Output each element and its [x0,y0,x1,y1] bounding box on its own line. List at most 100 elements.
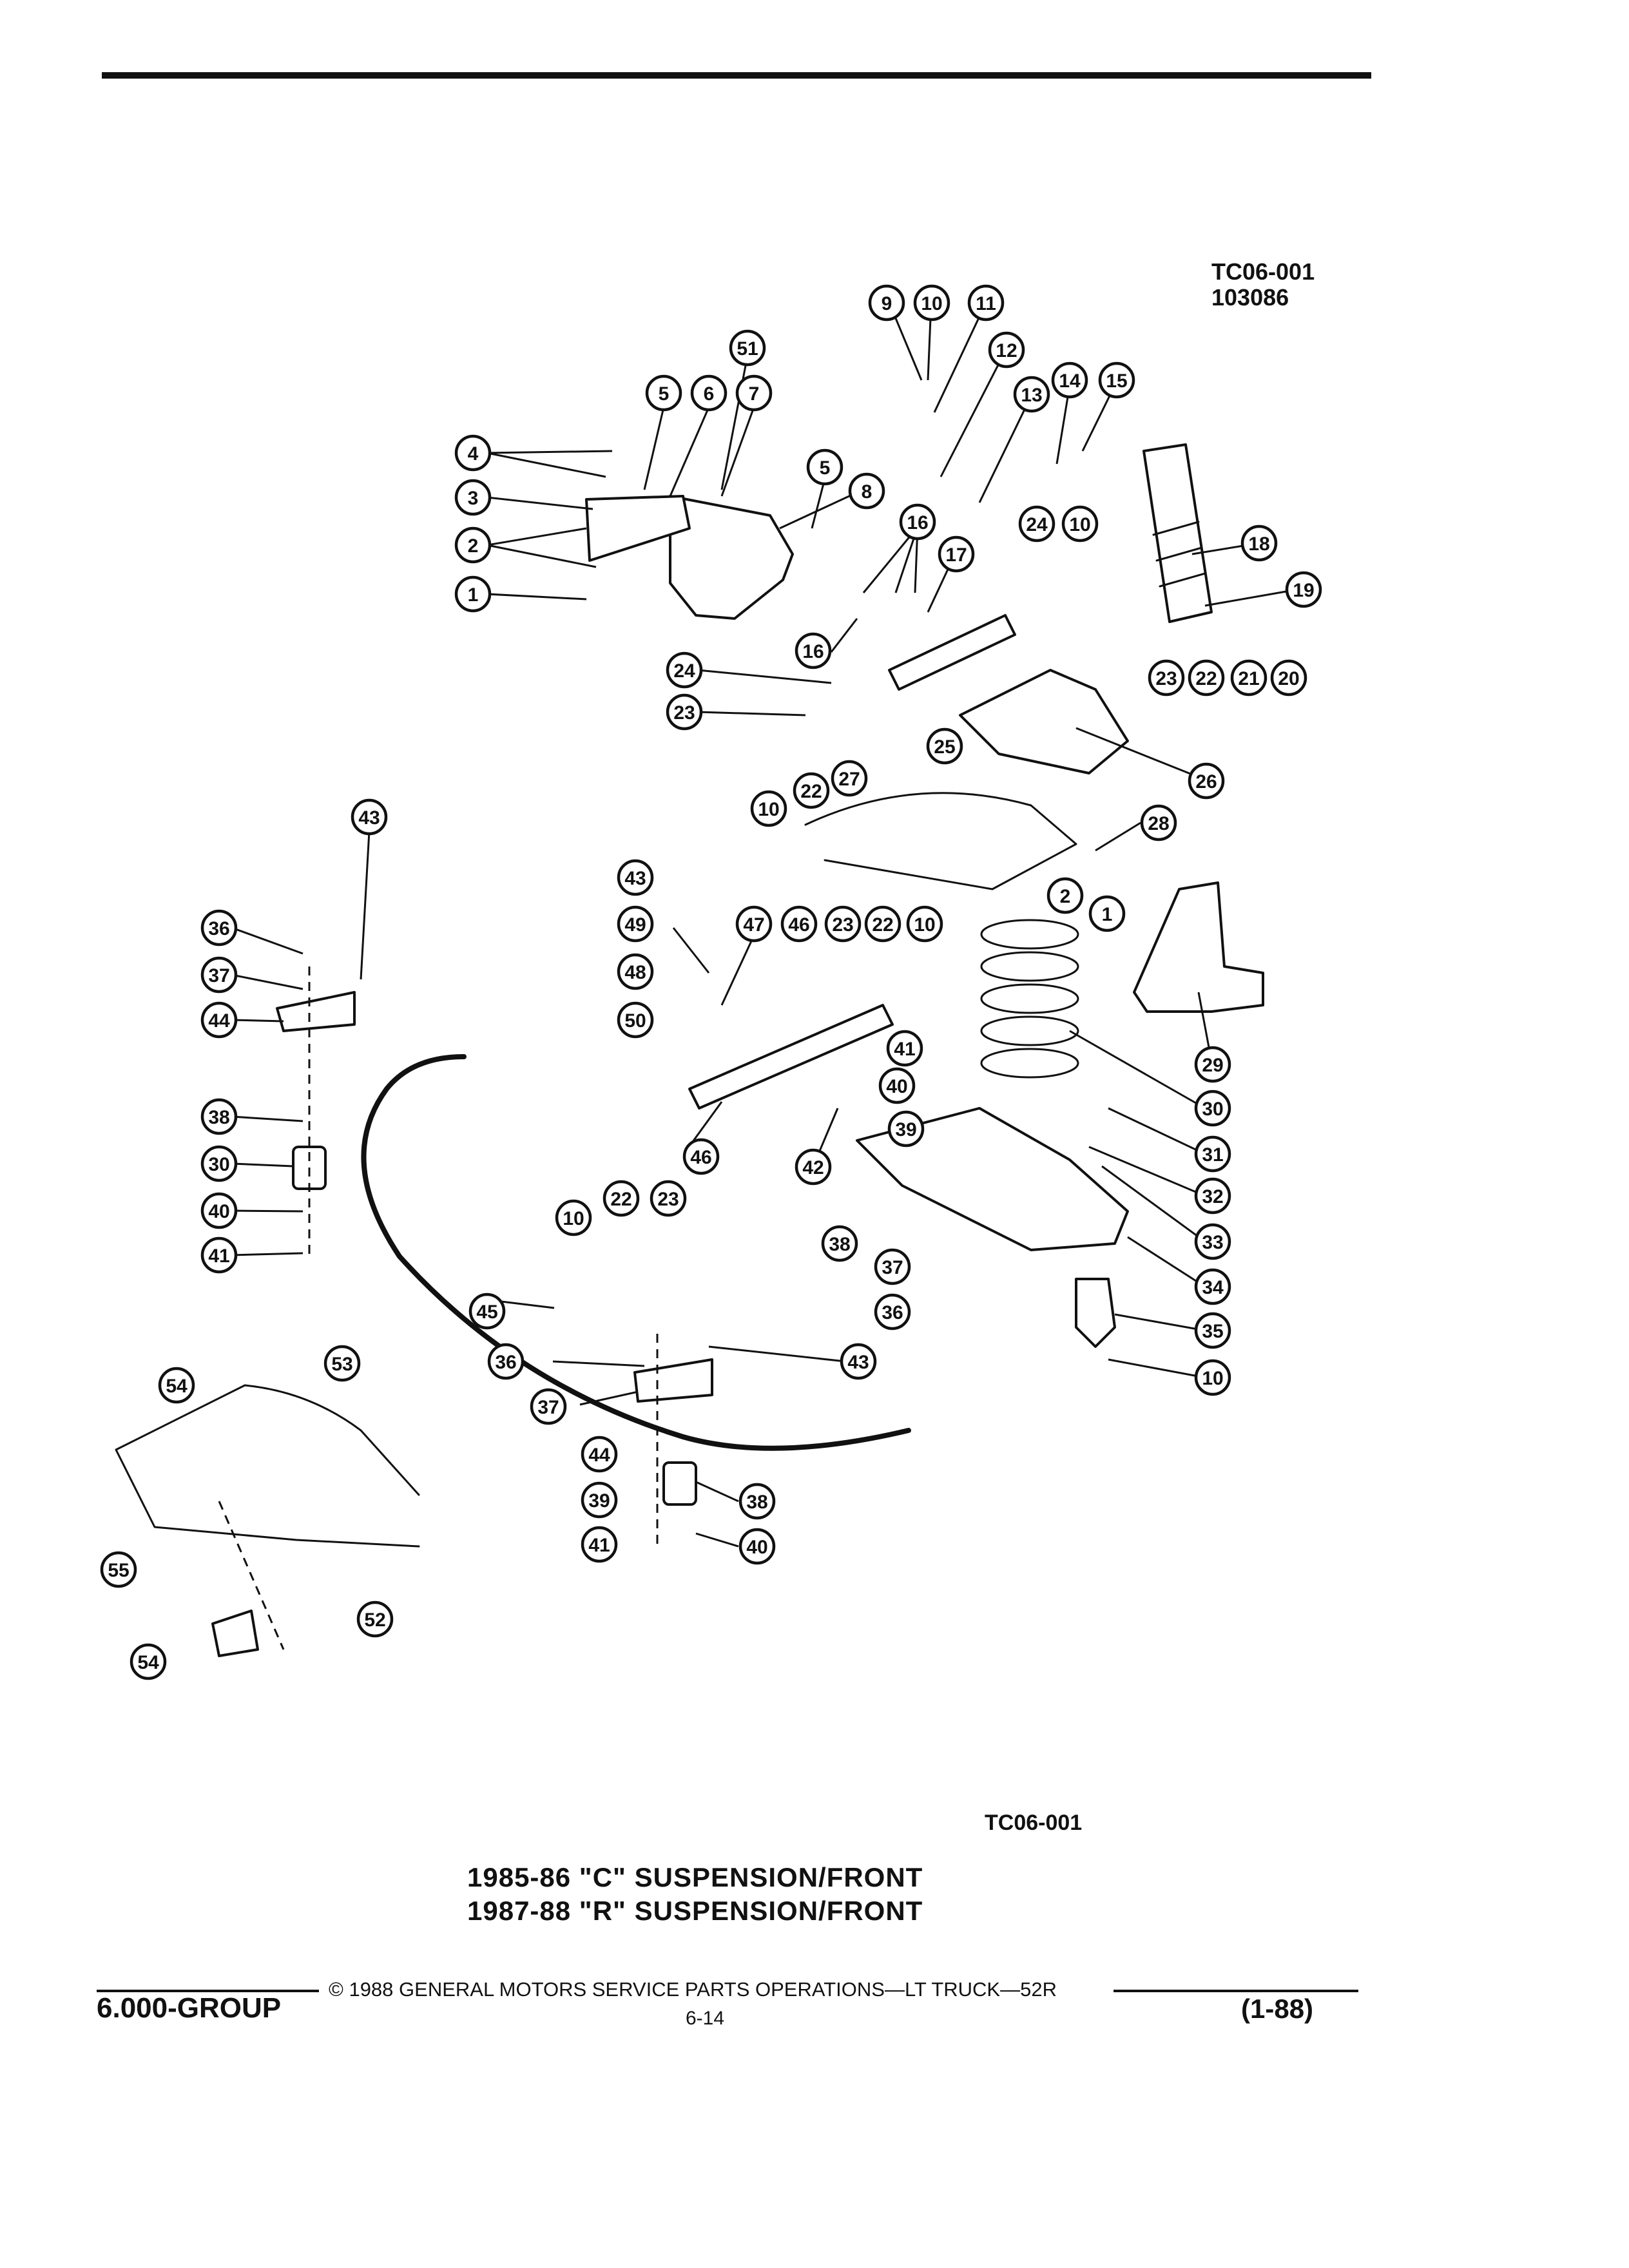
callout-label: 16 [802,641,824,662]
callout-30: 30 [1194,1090,1231,1127]
callout-label: 36 [495,1352,516,1373]
callout-label: 10 [921,293,942,314]
callout-label: 6 [704,383,715,405]
callout-label: 10 [914,914,935,936]
callout-15: 15 [1098,361,1135,399]
callout-8: 8 [848,472,885,510]
callout-label: 36 [882,1302,903,1323]
callout-label: 41 [894,1039,915,1060]
footer-revision: (1-88) [1241,1994,1314,2024]
callout-label: 44 [208,1010,230,1032]
callout-label: 8 [862,481,872,503]
callout-label: 37 [537,1397,559,1418]
callout-49: 49 [617,905,654,943]
callout-label: 22 [872,914,893,936]
top-rule [102,72,1371,79]
callout-43: 43 [351,798,388,836]
callout-54: 54 [130,1643,167,1680]
callout-6: 6 [690,374,728,412]
callout-1: 1 [1088,895,1126,932]
callout-12: 12 [988,331,1025,369]
callout-2: 2 [1046,877,1084,914]
callout-38: 38 [200,1098,238,1135]
callout-label: 30 [208,1154,229,1175]
callout-22: 22 [602,1180,640,1217]
callout-label: 46 [690,1147,711,1168]
callout-label: 21 [1238,668,1259,689]
callout-23: 23 [1148,659,1185,697]
callout-28: 28 [1140,804,1177,841]
coil-spring [980,919,1079,1079]
frame-link-detail [115,1384,420,1548]
callout-38: 38 [821,1225,858,1262]
callout-45: 45 [468,1293,506,1330]
callout-label: 55 [108,1560,129,1581]
leader-lines [231,302,1298,1548]
callout-label: 54 [137,1652,159,1673]
shock-absorber [1142,443,1213,623]
callout-24: 24 [1018,505,1055,543]
callout-label: 27 [838,769,860,790]
right-bushing [662,1461,697,1506]
callout-label: 38 [746,1492,767,1513]
callout-40: 40 [200,1192,238,1229]
callout-label: 37 [882,1257,903,1278]
upper-bracket [669,495,794,620]
callout-52: 52 [356,1600,394,1638]
callout-34: 34 [1194,1268,1231,1305]
upper-shaft [888,614,1016,691]
callout-14: 14 [1051,361,1088,399]
callout-22: 22 [864,905,901,943]
callout-label: 54 [166,1376,188,1397]
callout-51: 51 [729,329,766,367]
callout-label: 10 [758,799,779,820]
caption-line-2: 1987-88 "R" SUSPENSION/FRONT [467,1896,923,1926]
callout-label: 23 [673,702,695,724]
callout-4: 4 [454,434,492,472]
callout-50: 50 [617,1001,654,1039]
callout-label: 33 [1202,1232,1223,1253]
callout-label: 5 [820,457,831,479]
callout-label: 42 [802,1157,824,1178]
callout-label: 53 [331,1354,352,1375]
figure-code: TC06-001 [985,1811,1083,1835]
figure-id: TC06-001 103086 [1211,259,1315,311]
right-stabilizer-bracket [633,1358,713,1403]
callout-label: 13 [1021,385,1042,406]
callout-label: 31 [1202,1144,1223,1166]
callout-10: 10 [913,284,950,322]
callout-label: 4 [468,443,479,465]
callout-23: 23 [824,905,862,943]
callout-label: 2 [1060,886,1071,907]
callout-label: 43 [847,1352,869,1373]
lower-shaft [688,1004,894,1110]
callout-label: 52 [364,1610,385,1631]
callout-label: 11 [976,293,996,314]
callout-label: 20 [1278,668,1299,689]
callout-40: 40 [878,1067,916,1104]
callout-label: 23 [832,914,853,936]
callout-label: 44 [588,1445,610,1466]
callout-37: 37 [200,956,238,994]
link-bushing [211,1610,259,1657]
figure-id-number: 103086 [1211,284,1289,311]
callout-label: 1 [1102,904,1113,925]
callout-43: 43 [840,1343,877,1380]
callout-label: 35 [1202,1321,1223,1342]
callout-label: 10 [563,1208,584,1229]
callout-label: 32 [1202,1186,1223,1207]
callout-35: 35 [1194,1312,1231,1349]
callout-30: 30 [200,1145,238,1182]
callout-label: 2 [468,535,479,557]
upper-mount-plate [585,495,691,562]
callout-16: 16 [899,503,936,541]
upper-control-arm [959,669,1129,774]
callout-16: 16 [795,632,832,669]
callout-18: 18 [1240,524,1278,562]
callout-42: 42 [795,1148,832,1186]
callout-1: 1 [454,575,492,613]
steering-knuckle [1133,881,1264,1013]
callout-10: 10 [906,905,943,943]
callout-label: 39 [588,1490,610,1512]
parts-drawing [115,443,1264,1657]
